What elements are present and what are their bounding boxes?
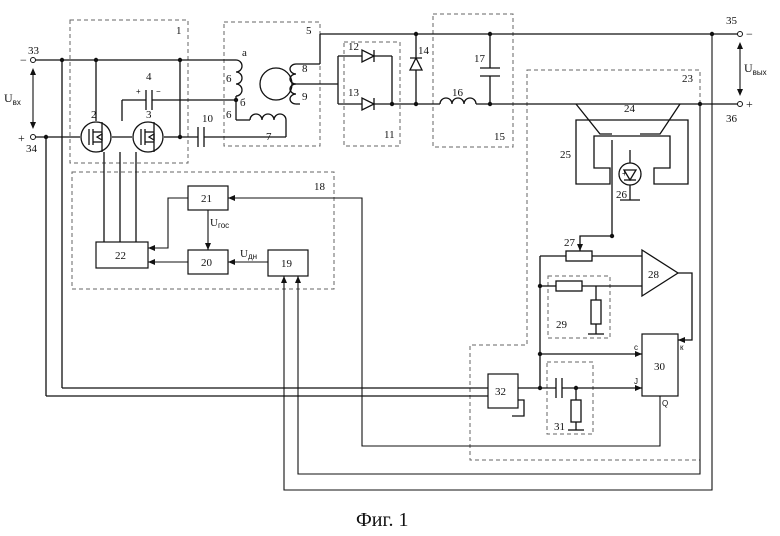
wire-q-21 (228, 198, 660, 446)
num-21: 21 (201, 193, 212, 205)
label-u-feedback: Uгос (210, 217, 229, 230)
num-24: 24 (624, 103, 636, 115)
num-9: 9 (302, 91, 308, 103)
num-8: 8 (302, 63, 308, 75)
num-32: 32 (495, 386, 506, 398)
label-plus-input: + (18, 131, 25, 145)
secondary-winding-8 (290, 64, 296, 84)
num-1: 1 (176, 25, 182, 37)
num-3: 3 (146, 109, 152, 121)
label-minus-input: − (20, 53, 27, 67)
terminal-33 (31, 58, 36, 63)
r27-wiper (580, 236, 612, 251)
arrow-19b (295, 276, 301, 283)
terminal-34 (31, 135, 36, 140)
cap4-minus: − (156, 87, 161, 96)
num-25: 25 (560, 149, 572, 161)
num-17: 17 (474, 53, 486, 65)
secondary-winding-9 (290, 84, 296, 104)
num-22: 22 (115, 250, 126, 262)
arrow-20b (228, 259, 235, 265)
arrow-22a (148, 245, 155, 251)
transistor-3 (133, 122, 163, 152)
arrow-20 (205, 243, 211, 250)
label-34: 34 (26, 143, 38, 155)
wire-21-22 (148, 198, 188, 248)
arrow-19a (281, 276, 287, 283)
label-35: 35 (726, 15, 738, 27)
terminal-36 (738, 102, 743, 107)
label-plus-output: + (746, 97, 753, 111)
diode-14 (410, 58, 422, 70)
num-14: 14 (418, 45, 430, 57)
figure-caption: Фиг. 1 (356, 509, 408, 531)
num-20: 20 (201, 257, 213, 269)
primary-winding-6 (236, 60, 242, 96)
resistor-27 (566, 251, 592, 261)
num-10: 10 (202, 113, 214, 125)
wire-19-upper (284, 34, 712, 490)
transistor-2 (81, 122, 111, 152)
arrow-27 (577, 244, 583, 251)
resistor-29a (556, 281, 582, 291)
junction-dots (44, 32, 714, 390)
label-u-in: Uвх (4, 91, 21, 107)
mark-a: а (242, 47, 247, 59)
num-29: 29 (556, 319, 568, 331)
pin-j: J (634, 377, 638, 386)
pin-k: к (680, 343, 684, 352)
num-4: 4 (146, 71, 152, 83)
num-12: 12 (348, 41, 359, 53)
num-26: 26 (616, 189, 628, 201)
label-33: 33 (28, 45, 40, 57)
num-6a: 6 (226, 73, 232, 85)
terminal-35 (738, 32, 743, 37)
choke-7 (250, 114, 286, 120)
mark-b: б (240, 97, 246, 109)
block-1-outline (70, 20, 188, 163)
num-7: 7 (266, 131, 272, 143)
magnetic-core-25 (576, 120, 688, 184)
arrow-21 (228, 195, 235, 201)
num-6b: 6 (226, 109, 232, 121)
diode-12 (362, 50, 374, 62)
num-23: 23 (682, 73, 694, 85)
num-15: 15 (494, 131, 506, 143)
sensor-lead-in (576, 104, 612, 134)
num-18: 18 (314, 181, 326, 193)
label-minus-output: − (746, 27, 753, 41)
num-28: 28 (648, 269, 660, 281)
transformer-core (260, 68, 292, 100)
comp-out (678, 273, 692, 340)
num-31: 31 (554, 421, 565, 433)
num-27: 27 (564, 237, 576, 249)
cap4-plus: + (136, 87, 141, 96)
num-16: 16 (452, 87, 464, 99)
resistor-29b (591, 300, 601, 324)
arrow-22b (148, 259, 155, 265)
num-19: 19 (281, 258, 293, 270)
num-2: 2 (91, 109, 97, 121)
pin-q: Q (662, 399, 668, 408)
hall-plus: + (622, 169, 627, 178)
label-u-out: Uвых (744, 61, 767, 77)
sensor-lead-out (640, 104, 680, 134)
diode-13 (362, 98, 374, 110)
label-36: 36 (726, 113, 738, 125)
label-u-sensor: Uдн (240, 248, 257, 261)
resistor-31 (571, 400, 581, 422)
num-13: 13 (348, 87, 360, 99)
wire-19-lower (298, 104, 700, 474)
pin-c: с (634, 343, 638, 352)
num-11: 11 (384, 129, 395, 141)
num-5: 5 (306, 25, 312, 37)
num-30: 30 (654, 361, 666, 373)
